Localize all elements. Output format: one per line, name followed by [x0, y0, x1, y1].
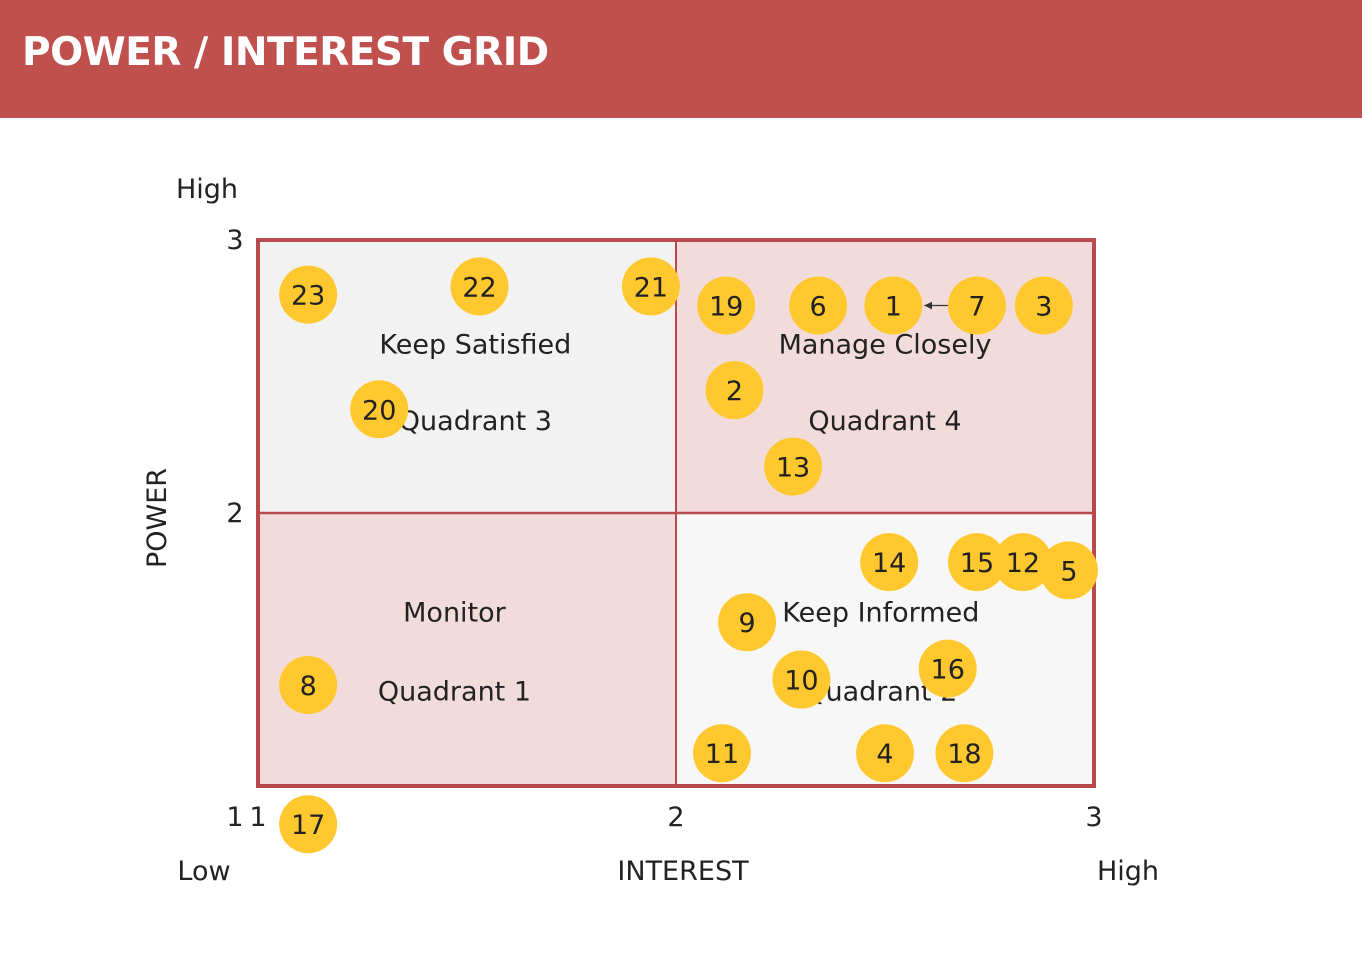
stakeholder-number: 4 — [876, 739, 893, 770]
stakeholder-point-1: 1 — [864, 276, 923, 335]
stakeholder-point-19: 19 — [697, 276, 756, 335]
stakeholder-number: 14 — [872, 548, 906, 579]
stakeholder-point-4: 4 — [856, 724, 914, 783]
stakeholder-number: 23 — [291, 281, 325, 312]
stakeholder-number: 21 — [634, 272, 668, 303]
x-tick-label: 1 — [249, 802, 266, 833]
y-tick-label: 2 — [226, 498, 243, 529]
stakeholder-point-8: 8 — [279, 655, 338, 714]
stakeholder-number: 11 — [705, 739, 739, 770]
stakeholder-bubble — [350, 380, 409, 439]
stakeholder-number: 13 — [776, 453, 810, 484]
quadrant-label-q3: Keep Satisfied — [379, 330, 571, 361]
stakeholder-point-6: 6 — [789, 276, 848, 335]
quadrant-name-q1: Quadrant 1 — [378, 676, 531, 707]
stakeholder-point-2: 2 — [705, 361, 764, 420]
stakeholder-point-3: 3 — [1014, 276, 1073, 335]
stakeholder-number: 3 — [1035, 292, 1052, 323]
quadrant-q1 — [258, 513, 676, 786]
stakeholder-number: 20 — [362, 395, 396, 426]
stakeholder-number: 15 — [960, 548, 994, 579]
stakeholder-point-17: 17 — [279, 795, 338, 854]
stakeholder-bubble — [1039, 541, 1098, 600]
stakeholder-bubble — [856, 724, 914, 783]
quadrant-name-q3: Quadrant 3 — [399, 406, 552, 437]
stakeholder-bubble — [1014, 276, 1073, 335]
quadrant-label-q4: Manage Closely — [779, 330, 992, 361]
stakeholder-bubble — [697, 276, 756, 335]
x-high-label: High — [1097, 856, 1159, 887]
stakeholder-point-21: 21 — [621, 257, 680, 316]
x-axis-title: INTEREST — [617, 856, 749, 887]
stakeholder-bubble — [935, 724, 994, 783]
frame-layer — [256, 238, 1096, 788]
stakeholder-number: 17 — [291, 810, 325, 841]
stakeholder-number: 16 — [931, 655, 965, 686]
stakeholder-number: 22 — [462, 272, 496, 303]
stakeholder-point-15: 15 — [947, 533, 1006, 592]
stakeholder-point-16: 16 — [918, 639, 977, 698]
y-high-label: High — [176, 174, 238, 205]
stakeholder-number: 5 — [1060, 556, 1077, 587]
stakeholder-bubble — [772, 650, 831, 709]
stakeholder-number: 10 — [784, 666, 818, 697]
stakeholder-bubble — [279, 795, 338, 854]
stakeholder-point-10: 10 — [772, 650, 831, 709]
stakeholder-bubble — [918, 639, 977, 698]
stakeholder-number: 7 — [968, 292, 985, 323]
x-tick-label: 3 — [1085, 802, 1102, 833]
y-tick-label: 1 — [226, 802, 243, 833]
stakeholder-number: 18 — [947, 739, 981, 770]
stakeholder-point-13: 13 — [764, 437, 823, 496]
quadrant-label-q2: Keep Informed — [782, 597, 979, 628]
stakeholder-bubble — [705, 361, 764, 420]
stakeholder-point-20: 20 — [350, 380, 409, 439]
stakeholder-bubble — [692, 724, 751, 783]
stakeholder-bubble — [450, 257, 509, 316]
stakeholder-point-9: 9 — [718, 593, 777, 652]
quadrant-label-q1: Monitor — [403, 597, 507, 628]
x-tick-label: 2 — [667, 802, 684, 833]
stakeholder-bubble — [860, 533, 919, 592]
stakeholder-bubble — [279, 655, 338, 714]
plot-frame — [256, 238, 1096, 788]
stakeholder-point-7: 7 — [947, 276, 1006, 335]
stakeholder-number: 19 — [709, 292, 743, 323]
stakeholder-bubble — [993, 533, 1052, 592]
stakeholder-bubble — [279, 265, 338, 324]
stakeholder-bubble — [764, 437, 823, 496]
stakeholder-point-5: 5 — [1039, 541, 1098, 600]
page-title: POWER / INTEREST GRID — [22, 30, 549, 75]
stakeholder-number: 9 — [738, 608, 755, 639]
stakeholder-point-23: 23 — [279, 265, 338, 324]
stakeholder-bubble — [789, 276, 848, 335]
stakeholder-point-18: 18 — [935, 724, 994, 783]
stakeholder-number: 1 — [885, 292, 902, 323]
stakeholder-number: 12 — [1006, 548, 1040, 579]
stakeholder-point-11: 11 — [692, 724, 751, 783]
x-low-label: Low — [177, 856, 230, 887]
header-bar: POWER / INTEREST GRID — [0, 0, 1362, 118]
y-tick-label: 3 — [226, 225, 243, 256]
y-axis-title: POWER — [142, 468, 173, 568]
stakeholder-bubble — [718, 593, 777, 652]
stakeholder-number: 2 — [726, 376, 743, 407]
stakeholder-bubble — [947, 533, 1006, 592]
stakeholder-bubble — [864, 276, 923, 335]
stakeholder-bubble — [947, 276, 1006, 335]
stakeholder-point-22: 22 — [450, 257, 509, 316]
stakeholder-point-12: 12 — [993, 533, 1052, 592]
stakeholder-number: 8 — [300, 671, 317, 702]
stakeholder-bubble — [621, 257, 680, 316]
quadrant-name-q4: Quadrant 4 — [808, 406, 961, 437]
stakeholder-number: 6 — [810, 292, 827, 323]
stakeholder-point-14: 14 — [860, 533, 919, 592]
